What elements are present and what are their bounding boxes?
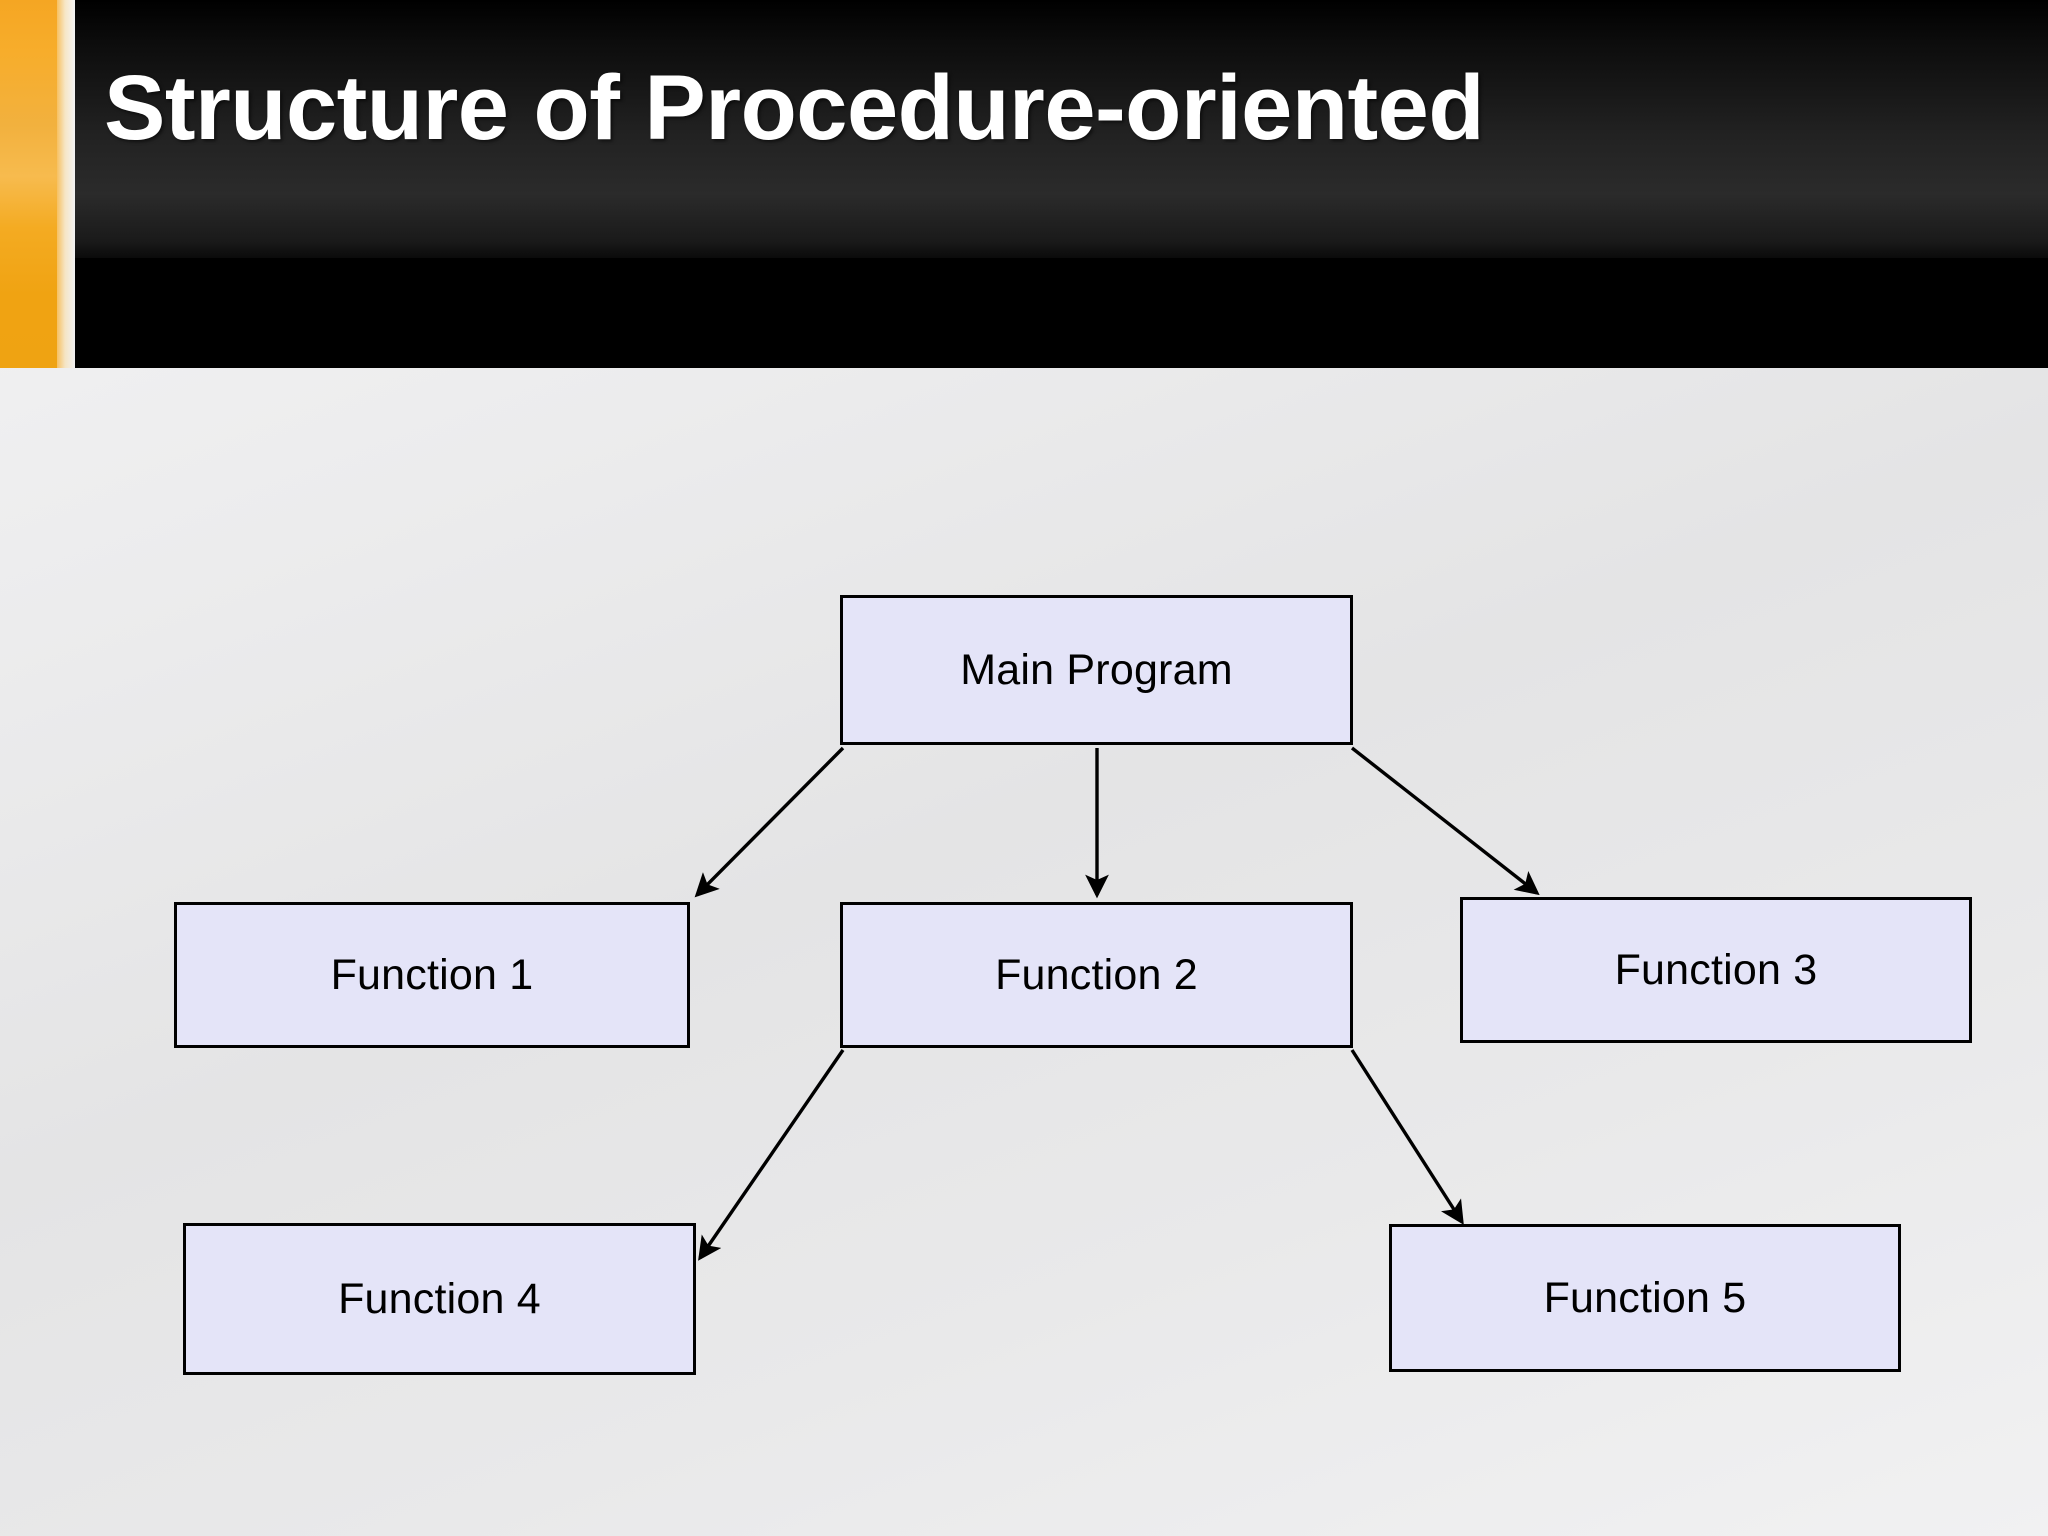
diagram-node-label: Function 5 bbox=[1543, 1273, 1747, 1322]
diagram-node-fn1: Function 1 bbox=[174, 902, 690, 1048]
slide-header: Structure of Procedure-oriented bbox=[0, 0, 2048, 368]
header-divider bbox=[75, 258, 2048, 262]
header-black-strip bbox=[75, 262, 2048, 368]
diagram-arrow-fn2-to-fn4 bbox=[698, 1049, 845, 1261]
header-gradient-band bbox=[75, 0, 2048, 262]
diagram-node-label: Function 3 bbox=[1614, 945, 1818, 994]
diagram-node-label: Function 1 bbox=[330, 950, 534, 999]
page-title: Structure of Procedure-oriented bbox=[104, 57, 1485, 159]
diagram-node-label: Function 4 bbox=[338, 1274, 541, 1323]
diagram-node-label: Main Program bbox=[960, 645, 1233, 694]
diagram-node-label: Function 2 bbox=[995, 950, 1198, 999]
diagram-arrow-main-to-fn3 bbox=[1350, 746, 1540, 896]
accent-bar-glow bbox=[57, 0, 75, 368]
diagram-node-main: Main Program bbox=[840, 595, 1353, 745]
diagram-node-fn2: Function 2 bbox=[840, 902, 1353, 1048]
diagram-arrow-fn2-to-fn5 bbox=[1350, 1049, 1464, 1225]
diagram-node-fn4: Function 4 bbox=[183, 1223, 696, 1375]
accent-bar-left bbox=[0, 0, 57, 368]
diagram-arrow-main-to-fn1 bbox=[694, 746, 845, 898]
diagram-node-fn5: Function 5 bbox=[1389, 1224, 1901, 1372]
diagram-node-fn3: Function 3 bbox=[1460, 897, 1972, 1043]
